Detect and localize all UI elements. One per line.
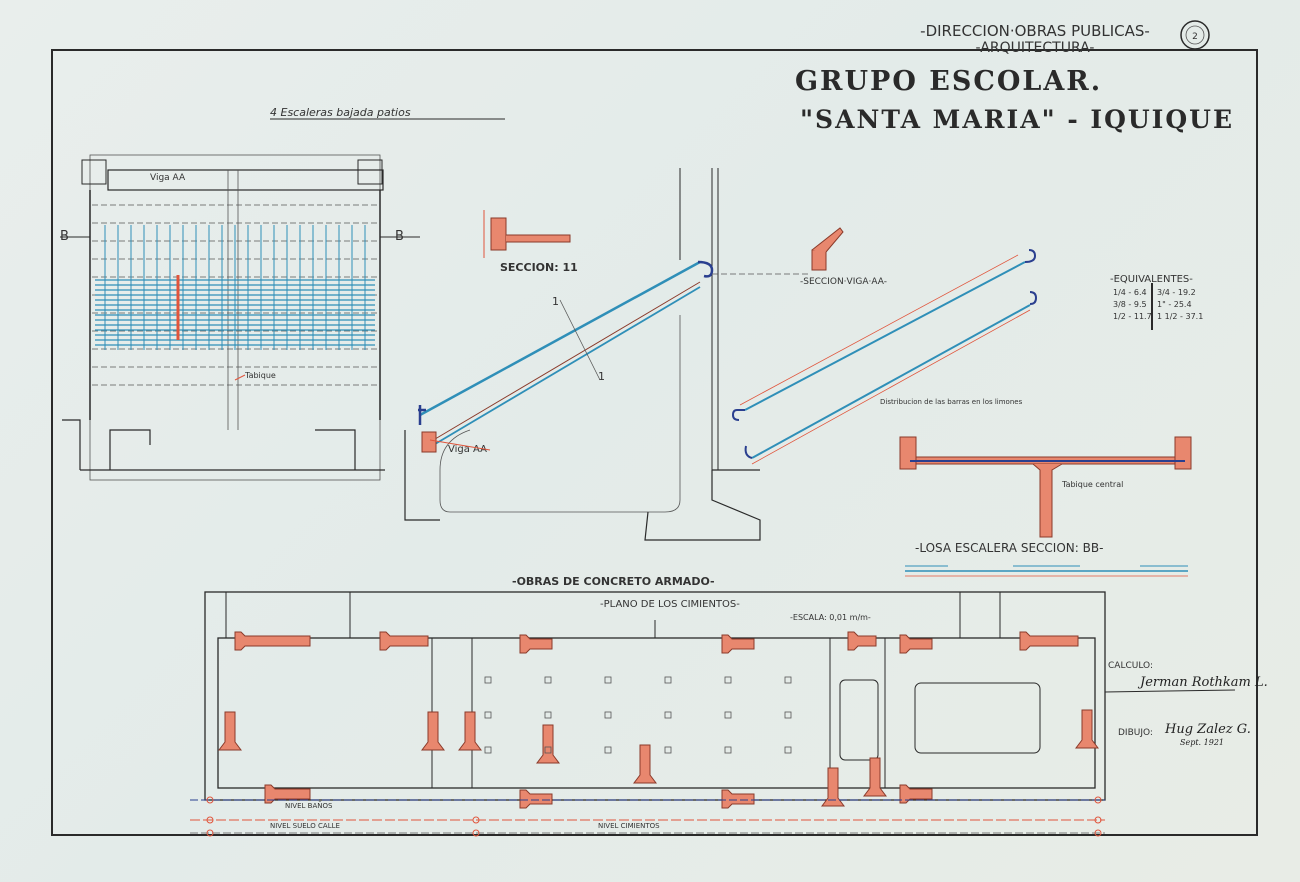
title-line-2: "SANTA MARIA" - IQUIQUE [800,105,1234,134]
footing-pad [821,767,845,807]
section-beam-label: Viga AA [448,444,487,455]
level-foundation-label: NIVEL CIMIENTOS [598,822,660,830]
stair-plan: 4 Escaleras bajada patios Viga AA B B Ta… [60,106,505,481]
column-post [544,746,552,754]
cut-mark-top: 1 [552,295,559,308]
dibujo-signature: Hug Zalez G. [1164,722,1251,737]
equiv-cell: 1/4 - 6.4 [1113,288,1147,297]
column-post [484,746,492,754]
stair-section: 1 1 Viga AA [404,168,761,541]
footing-pad [721,789,755,809]
equiv-cell: 1/2 - 11.7 [1113,312,1152,321]
footing-pad [421,711,445,751]
footing-pad [458,711,482,751]
equiv-cell: 1 1/2 - 37.1 [1157,312,1203,321]
partition-label: Tabique [244,371,276,380]
section-mark-b-right: B [395,229,404,244]
footing-pad [536,724,560,764]
footing-pad [863,757,887,797]
column-post [784,676,792,684]
calculo-label: CALCULO: [1108,661,1153,671]
slab-section-bb: Tabique central -LOSA ESCALERA SECCION: … [899,436,1192,577]
beam-aa-section-title: -SECCION·VIGA·AA- [800,277,887,287]
column-post [724,711,732,719]
level-baths-label: NIVEL BAÑOS [285,801,333,810]
dibujo-date: Sept. 1921 [1180,738,1224,747]
footing-pad [847,631,877,651]
signatures: CALCULO: Jerman Rothkam L. DIBUJO: Hug Z… [1104,661,1268,747]
foundation-plan-title: -PLANO DE LOS CIMIENTOS- [600,599,740,610]
footing-pad [1019,631,1079,651]
footing-pad [1075,709,1099,749]
footing-pad [721,634,755,654]
plan-beam-label: Viga AA [150,173,186,183]
section-11-title: SECCION: 11 [500,261,578,274]
column-post [724,746,732,754]
bar-distribution: Distribucion de las barras en los limone… [731,249,1038,465]
calculo-signature: Jerman Rothkam L. [1137,675,1268,690]
equiv-cell: 1" - 25.4 [1157,300,1192,309]
seal-icon: 2 [1180,20,1210,50]
cut-mark-bottom: 1 [598,370,605,383]
column-post [664,711,672,719]
title-line-1: GRUPO ESCOLAR. [795,66,1102,97]
column-post [544,711,552,719]
central-partition-label: Tabique central [1061,480,1123,489]
department-label: -ARQUITECTURA- [976,40,1095,56]
footing-pad [264,784,311,804]
footing-pad [633,744,657,784]
column-post [484,676,492,684]
column-post [604,676,612,684]
concrete-works-title: -OBRAS DE CONCRETO ARMADO- [512,575,715,588]
header: -DIRECCION·OBRAS PUBLICAS- -ARQUITECTURA… [795,20,1234,134]
column-post [784,746,792,754]
column-post [724,676,732,684]
equiv-cell: 3/4 - 19.2 [1157,288,1196,297]
footing-pad [234,631,311,651]
scale-label: -ESCALA: 0,01 m/m- [790,613,871,622]
level-street-label: NIVEL SUELO CALLE [270,822,340,830]
column-post [784,711,792,719]
column-post [604,711,612,719]
equivalents-title: -EQUIVALENTES- [1110,274,1193,285]
column-post [544,676,552,684]
stair-plan-title: 4 Escaleras bajada patios [270,106,411,119]
section-mark-b-left: B [60,229,69,244]
beam-aa-section: -SECCION·VIGA·AA- [712,227,887,287]
office-label: -DIRECCION·OBRAS PUBLICAS- [920,22,1150,40]
column-post [604,746,612,754]
column-post [664,676,672,684]
footing-pad [379,631,429,651]
footing-pad [899,634,933,654]
section-11-detail: SECCION: 11 [483,210,578,274]
foundation-plan: -OBRAS DE CONCRETO ARMADO- -PLANO DE LOS… [190,575,1106,837]
svg-text:2: 2 [1192,32,1198,42]
equiv-cell: 3/8 - 9.5 [1113,300,1147,309]
footing-pad [218,711,242,751]
column-post [664,746,672,754]
sheet-border [51,49,1258,836]
footing-pad [519,789,553,809]
equivalents-table: -EQUIVALENTES- 1/4 - 6.4 3/4 - 19.2 3/8 … [1110,274,1203,330]
footing-pad [519,634,553,654]
dibujo-label: DIBUJO: [1118,728,1153,738]
slab-section-title: -LOSA ESCALERA SECCION: BB- [915,541,1103,555]
footing-pad [899,784,933,804]
column-post [484,711,492,719]
bar-distribution-label: Distribucion de las barras en los limone… [880,398,1023,406]
